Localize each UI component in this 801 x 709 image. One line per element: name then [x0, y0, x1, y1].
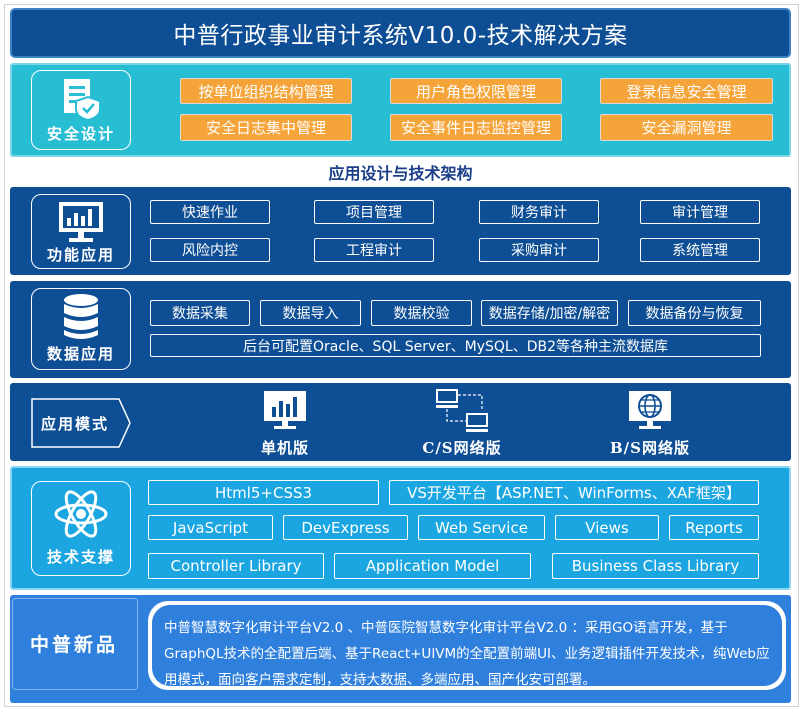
func-engineering-audit[interactable]: 工程审计 — [314, 238, 434, 262]
new-product-label: 中普新品 — [29, 633, 118, 656]
function-app-box: 功能应用 — [31, 194, 131, 269]
page-title: 中普行政事业审计系统V10.0-技术解决方案 — [10, 8, 791, 58]
new-product-label-border — [12, 598, 138, 690]
tech-band — [10, 466, 791, 590]
mode-cs-label: C/S网络版 — [422, 439, 502, 457]
new-product-description: 中普智慧数字化审计平台V2.0 、中普医院智慧数字化审计平台V2.0 ：采用GO… — [152, 605, 782, 688]
monitor-chart-icon — [59, 202, 103, 242]
security-item-roles[interactable]: 用户角色权限管理 — [390, 78, 562, 104]
data-backup-restore[interactable]: 数据备份与恢复 — [628, 300, 761, 326]
function-band — [10, 187, 791, 275]
client-server-icon — [436, 389, 488, 432]
data-app-box: 数据应用 — [31, 288, 131, 370]
security-item-log[interactable]: 安全日志集中管理 — [180, 114, 352, 141]
tech-views[interactable]: Views — [555, 515, 659, 540]
tech-devexpress[interactable]: DevExpress — [283, 515, 408, 540]
security-design-label: 安全设计 — [46, 125, 115, 143]
tech-business-class-library[interactable]: Business Class Library — [552, 553, 759, 579]
globe-monitor-icon — [629, 391, 671, 429]
atom-icon — [54, 490, 108, 538]
mode-cs-network[interactable]: C/S网络版 — [412, 387, 512, 459]
tech-reports[interactable]: Reports — [669, 515, 759, 540]
security-design-box: 安全设计 — [31, 70, 131, 150]
app-mode-label: 应用模式 — [40, 414, 109, 433]
tech-controller-library[interactable]: Controller Library — [148, 553, 324, 579]
security-item-login[interactable]: 登录信息安全管理 — [600, 78, 773, 104]
mode-bs-network[interactable]: B/S网络版 — [600, 389, 700, 459]
mode-standalone-label: 单机版 — [260, 439, 309, 457]
document-shield-icon — [64, 79, 101, 121]
func-quick-work[interactable]: 快速作业 — [150, 200, 270, 224]
data-storage-encrypt[interactable]: 数据存储/加密/解密 — [481, 300, 618, 326]
tech-application-model[interactable]: Application Model — [334, 553, 531, 579]
data-app-label: 数据应用 — [46, 345, 115, 363]
security-item-vuln[interactable]: 安全漏洞管理 — [600, 114, 773, 141]
database-config: 后台可配置Oracle、SQL Server、MySQL、DB2等各种主流数据库 — [150, 334, 761, 357]
tech-javascript[interactable]: JavaScript — [148, 515, 273, 540]
tech-support-box: 技术支撑 — [31, 481, 131, 576]
data-import[interactable]: 数据导入 — [260, 300, 361, 326]
standalone-chart-icon — [264, 391, 306, 429]
tech-support-label: 技术支撑 — [46, 548, 115, 566]
func-risk-control[interactable]: 风险内控 — [150, 238, 270, 262]
func-finance-audit[interactable]: 财务审计 — [479, 200, 599, 224]
new-product-description-box: 中普智慧数字化审计平台V2.0 、中普医院智慧数字化审计平台V2.0 ：采用GO… — [148, 601, 786, 690]
architecture-heading: 应用设计与技术架构 — [328, 164, 473, 183]
data-verify[interactable]: 数据校验 — [371, 300, 472, 326]
security-item-org[interactable]: 按单位组织结构管理 — [180, 78, 352, 104]
data-collect[interactable]: 数据采集 — [150, 300, 250, 326]
data-band — [10, 281, 791, 378]
security-item-event[interactable]: 安全事件日志监控管理 — [390, 114, 562, 141]
app-mode-label-box: 应用模式 — [31, 398, 131, 448]
func-system-mgmt[interactable]: 系统管理 — [640, 238, 760, 262]
outer-frame — [4, 4, 799, 707]
tech-vs-platform[interactable]: VS开发平台【ASP.NET、WinForms、XAF框架】 — [389, 480, 759, 505]
function-app-label: 功能应用 — [46, 246, 115, 264]
mode-standalone[interactable]: 单机版 — [240, 389, 330, 459]
func-purchase-audit[interactable]: 采购审计 — [479, 238, 599, 262]
arrow-tag-shape — [31, 398, 131, 448]
func-project-mgmt[interactable]: 项目管理 — [314, 200, 434, 224]
database-icon — [64, 294, 98, 339]
tech-html5-css3[interactable]: Html5+CSS3 — [148, 480, 379, 505]
func-audit-mgmt[interactable]: 审计管理 — [640, 200, 760, 224]
tech-web-service[interactable]: Web Service — [418, 515, 545, 540]
mode-bs-label: B/S网络版 — [610, 439, 690, 457]
